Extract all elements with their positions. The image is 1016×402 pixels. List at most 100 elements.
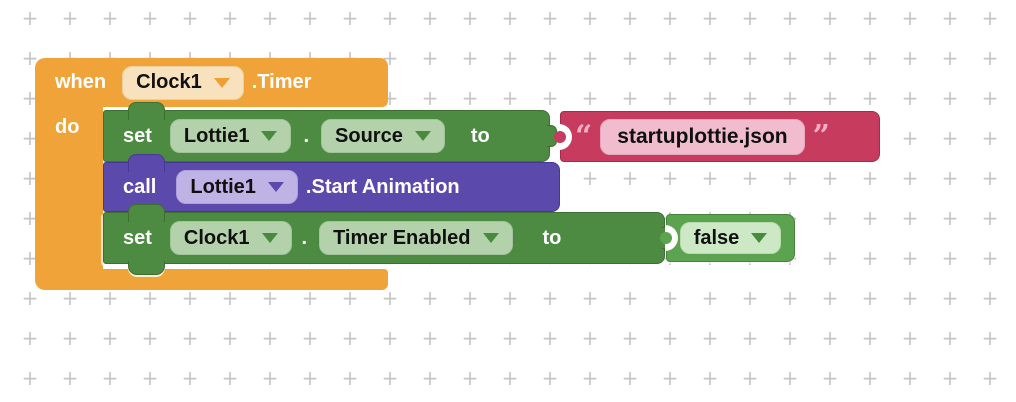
grid-plus-icon: + <box>861 46 879 70</box>
false-boolean-block[interactable]: false <box>665 214 795 262</box>
grid-plus-icon: + <box>421 326 439 350</box>
set-timer-enabled-block[interactable]: set Clock1 . Timer Enabled to <box>103 204 672 275</box>
grid-plus-icon: + <box>501 326 519 350</box>
when-event-block-header[interactable]: when Clock1 .Timer <box>35 58 388 107</box>
grid-plus-icon: + <box>981 366 999 390</box>
grid-plus-icon: + <box>741 366 759 390</box>
set-lottie-source-block[interactable]: set Lottie1 . Source to <box>103 102 557 162</box>
grid-plus-icon: + <box>61 286 79 310</box>
dropdown-value: Timer Enabled <box>333 226 471 249</box>
grid-plus-icon: + <box>781 326 799 350</box>
grid-plus-icon: + <box>21 246 39 270</box>
grid-plus-icon: + <box>541 86 559 110</box>
grid-plus-icon: + <box>261 286 279 310</box>
grid-plus-icon: + <box>581 326 599 350</box>
grid-plus-icon: + <box>21 286 39 310</box>
grid-plus-icon: + <box>741 6 759 30</box>
text-string-block[interactable]: “ startuplottie.json ” <box>559 111 880 162</box>
grid-plus-icon: + <box>341 326 359 350</box>
top-connector-bump <box>128 204 165 222</box>
grid-plus-icon: + <box>21 326 39 350</box>
grid-plus-icon: + <box>461 86 479 110</box>
grid-plus-icon: + <box>381 366 399 390</box>
method-name-label: .Start Animation <box>305 175 460 198</box>
grid-plus-icon: + <box>981 326 999 350</box>
grid-plus-icon: + <box>141 6 159 30</box>
grid-plus-icon: + <box>581 46 599 70</box>
grid-plus-icon: + <box>501 366 519 390</box>
grid-plus-icon: + <box>701 366 719 390</box>
close-quote: ” <box>812 118 830 154</box>
clock1-component-dropdown[interactable]: Clock1 <box>122 65 244 100</box>
grid-plus-icon: + <box>341 6 359 30</box>
grid-plus-icon: + <box>581 286 599 310</box>
false-dropdown[interactable]: false <box>679 222 782 254</box>
grid-plus-icon: + <box>981 86 999 110</box>
grid-plus-icon: + <box>941 246 959 270</box>
set-keyword: set <box>123 124 152 147</box>
grid-plus-icon: + <box>61 366 79 390</box>
grid-plus-icon: + <box>621 46 639 70</box>
grid-plus-icon: + <box>501 46 519 70</box>
grid-plus-icon: + <box>661 166 679 190</box>
dropdown-value: Lottie1 <box>183 124 250 147</box>
grid-plus-icon: + <box>701 86 719 110</box>
grid-plus-icon: + <box>181 326 199 350</box>
grid-plus-icon: + <box>741 86 759 110</box>
grid-plus-icon: + <box>221 286 239 310</box>
grid-plus-icon: + <box>581 366 599 390</box>
grid-plus-icon: + <box>701 326 719 350</box>
grid-plus-icon: + <box>501 6 519 30</box>
grid-plus-icon: + <box>101 366 119 390</box>
call-keyword: call <box>123 175 157 198</box>
grid-plus-icon: + <box>741 286 759 310</box>
grid-plus-icon: + <box>981 46 999 70</box>
open-quote: “ <box>575 118 593 154</box>
grid-plus-icon: + <box>541 366 559 390</box>
when-block-do-arm[interactable]: do <box>35 107 103 269</box>
value-socket <box>559 123 572 150</box>
grid-plus-icon: + <box>421 6 439 30</box>
grid-plus-icon: + <box>141 286 159 310</box>
grid-plus-icon: + <box>781 366 799 390</box>
grid-plus-icon: + <box>181 366 199 390</box>
grid-plus-icon: + <box>421 286 439 310</box>
grid-plus-icon: + <box>821 326 839 350</box>
grid-plus-icon: + <box>981 166 999 190</box>
grid-plus-icon: + <box>861 286 879 310</box>
set-keyword: set <box>123 226 152 249</box>
call-start-animation-block[interactable]: call Lottie1 .Start Animation <box>103 154 560 212</box>
value-socket <box>665 225 678 251</box>
timer-enabled-property-dropdown[interactable]: Timer Enabled <box>319 221 513 255</box>
grid-plus-icon: + <box>21 6 39 30</box>
grid-plus-icon: + <box>981 126 999 150</box>
dropdown-value: Clock1 <box>183 226 250 249</box>
grid-plus-icon: + <box>901 86 919 110</box>
lottie1-component-dropdown[interactable]: Lottie1 <box>176 170 298 204</box>
grid-plus-icon: + <box>981 206 999 230</box>
grid-plus-icon: + <box>901 246 919 270</box>
grid-plus-icon: + <box>941 126 959 150</box>
grid-plus-icon: + <box>21 46 39 70</box>
grid-plus-icon: + <box>821 366 839 390</box>
clock1-component-dropdown[interactable]: Clock1 <box>169 221 292 255</box>
grid-plus-icon: + <box>61 6 79 30</box>
when-block-bottom-bar[interactable] <box>35 269 388 290</box>
bottom-connector-tab <box>128 261 165 275</box>
lottie1-component-dropdown[interactable]: Lottie1 <box>169 119 292 153</box>
grid-plus-icon: + <box>301 286 319 310</box>
grid-plus-icon: + <box>861 326 879 350</box>
top-connector-bump <box>128 102 165 120</box>
dropdown-arrow-icon <box>751 233 768 243</box>
source-property-dropdown[interactable]: Source <box>321 119 445 153</box>
grid-plus-icon: + <box>781 286 799 310</box>
string-input[interactable]: startuplottie.json <box>600 118 805 155</box>
grid-plus-icon: + <box>541 6 559 30</box>
grid-plus-icon: + <box>221 6 239 30</box>
to-keyword: to <box>542 226 562 249</box>
grid-plus-icon: + <box>861 366 879 390</box>
grid-plus-icon: + <box>21 366 39 390</box>
grid-plus-icon: + <box>781 6 799 30</box>
grid-plus-icon: + <box>541 286 559 310</box>
